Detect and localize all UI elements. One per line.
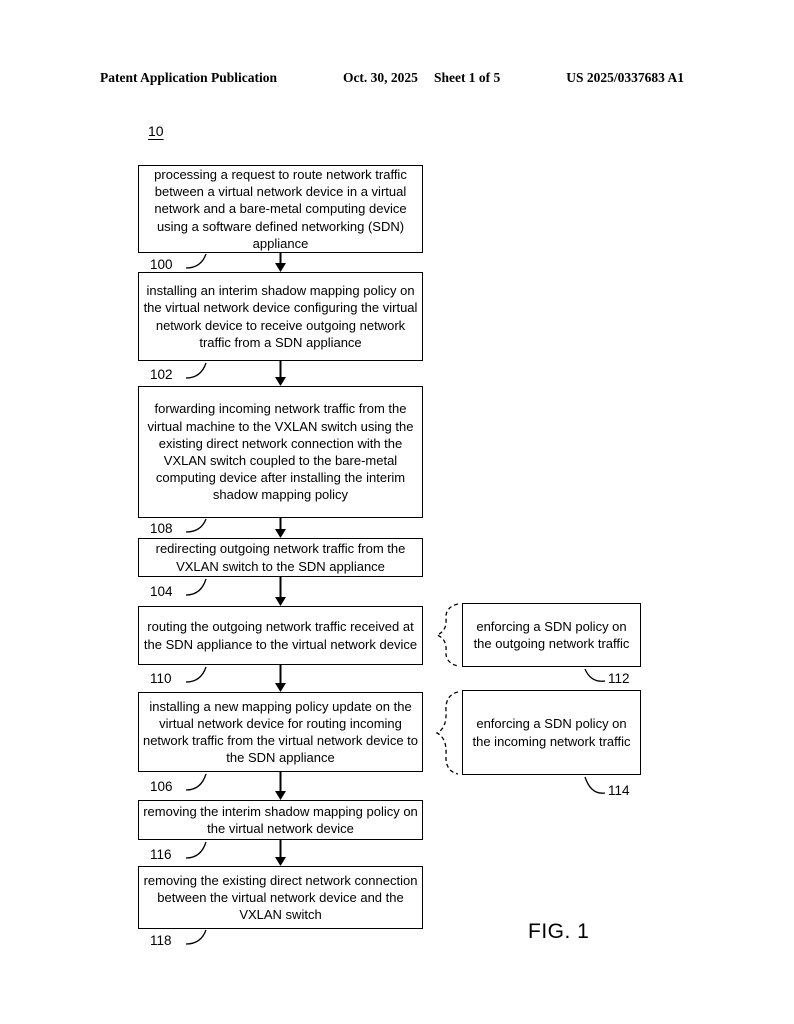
header-publication: Patent Application Publication bbox=[100, 70, 278, 85]
diagram-number: 10 bbox=[148, 123, 164, 139]
ref-label-108: 108 bbox=[150, 521, 173, 536]
flow-arrowhead bbox=[275, 683, 286, 692]
flow-step-box-118: removing the existing direct network con… bbox=[138, 866, 423, 929]
header-center: Oct. 30, 2025 Sheet 1 of 5 bbox=[343, 70, 500, 86]
ref-leader-118 bbox=[185, 929, 207, 945]
ref-leader-106 bbox=[185, 773, 207, 791]
brace-connector-112 bbox=[435, 603, 459, 667]
flow-step-box-100: processing a request to route network tr… bbox=[138, 165, 423, 253]
flow-step-text-106: installing a new mapping policy update o… bbox=[142, 698, 419, 766]
ref-leader-116 bbox=[185, 841, 207, 859]
ref-label-100: 100 bbox=[150, 257, 173, 272]
flow-step-box-108: forwarding incoming network traffic from… bbox=[138, 386, 423, 518]
ref-label-104: 104 bbox=[150, 584, 173, 599]
ref-leader-102 bbox=[185, 362, 207, 379]
flow-step-text-116: removing the interim shadow mapping poli… bbox=[143, 803, 418, 836]
ref-leader-104 bbox=[185, 578, 207, 596]
flow-arrowhead bbox=[275, 377, 286, 386]
flow-arrowhead bbox=[275, 263, 286, 272]
fig-caption: FIG. 1 bbox=[528, 920, 590, 943]
ref-label-112: 112 bbox=[608, 671, 630, 686]
flow-step-box-116: removing the interim shadow mapping poli… bbox=[138, 800, 423, 840]
page-header: Patent Application Publication Oct. 30, … bbox=[100, 70, 684, 86]
ref-leader-114 bbox=[584, 776, 606, 794]
header-date: Oct. 30, 2025 bbox=[342, 70, 418, 85]
ref-label-114: 114 bbox=[608, 783, 630, 798]
side-step-text-114: enforcing a SDN policy on the incoming n… bbox=[472, 716, 631, 749]
flow-step-text-110: routing the outgoing network traffic rec… bbox=[143, 619, 418, 652]
header-patent-number: US 2025/0337683 A1 bbox=[566, 70, 684, 85]
ref-label-118: 118 bbox=[150, 933, 172, 948]
flow-step-text-102: installing an interim shadow mapping pol… bbox=[143, 283, 418, 350]
flow-step-text-100: processing a request to route network tr… bbox=[154, 167, 407, 251]
ref-label-106: 106 bbox=[150, 779, 173, 794]
flow-arrowhead bbox=[275, 597, 286, 606]
flow-arrowhead bbox=[275, 529, 286, 538]
flow-arrowhead bbox=[275, 857, 286, 866]
flow-step-box-104: redirecting outgoing network traffic fro… bbox=[138, 538, 423, 577]
flow-step-box-106: installing a new mapping policy update o… bbox=[138, 692, 423, 772]
flow-step-text-118: removing the existing direct network con… bbox=[143, 872, 418, 923]
header-sheet: Sheet 1 of 5 bbox=[433, 70, 501, 85]
side-step-text-112: enforcing a SDN policy on the outgoing n… bbox=[473, 618, 630, 651]
flow-step-text-104: redirecting outgoing network traffic fro… bbox=[155, 541, 406, 574]
ref-leader-112 bbox=[584, 668, 606, 682]
ref-label-116: 116 bbox=[150, 847, 172, 862]
side-step-box-112: enforcing a SDN policy on the outgoing n… bbox=[462, 603, 641, 667]
flow-step-box-102: installing an interim shadow mapping pol… bbox=[138, 272, 423, 361]
flow-step-box-110: routing the outgoing network traffic rec… bbox=[138, 606, 423, 665]
side-step-box-114: enforcing a SDN policy on the incoming n… bbox=[462, 690, 641, 775]
ref-label-110: 110 bbox=[150, 671, 172, 686]
flow-arrowhead bbox=[275, 791, 286, 800]
ref-leader-110 bbox=[185, 666, 207, 683]
ref-label-102: 102 bbox=[150, 367, 173, 382]
ref-leader-108 bbox=[185, 518, 207, 533]
flow-step-text-108: forwarding incoming network traffic from… bbox=[147, 401, 414, 503]
brace-connector-114 bbox=[435, 691, 459, 775]
dashed-braces bbox=[435, 603, 459, 775]
ref-leader-100 bbox=[185, 253, 207, 269]
